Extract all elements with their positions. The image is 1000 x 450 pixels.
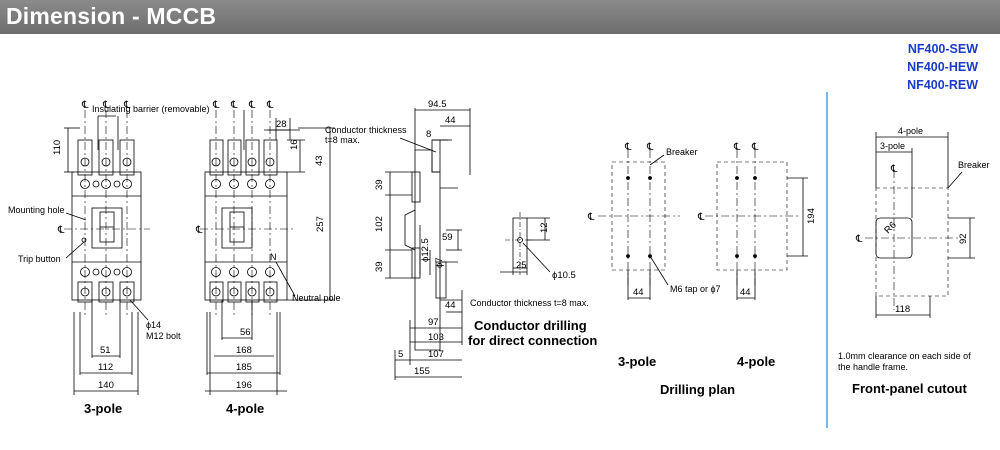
breaker-label-drilling: Breaker xyxy=(666,147,698,157)
drilling-plan-caption: Drilling plan xyxy=(660,382,735,397)
dim-257: 257 xyxy=(315,216,326,232)
dim-5: 5 xyxy=(398,349,403,360)
caption-4-pole: 4-pole xyxy=(226,401,264,416)
breaker-body xyxy=(204,171,288,301)
dim-155: 155 xyxy=(414,366,430,377)
svg-text:℄: ℄ xyxy=(195,225,203,236)
svg-text:℄: ℄ xyxy=(123,100,131,111)
dim-118: 118 xyxy=(895,304,910,315)
conductor-thickness-label: Conductor thickness xyxy=(325,125,407,135)
neutral-mark: N xyxy=(270,252,277,262)
breaker-label-cutout: Breaker xyxy=(958,160,990,170)
svg-text:℄: ℄ xyxy=(587,212,595,223)
conductor-drilling-caption-2: for direct connection xyxy=(468,333,597,348)
svg-text:℄: ℄ xyxy=(624,142,632,153)
model-name: NF400-HEW xyxy=(907,60,978,74)
handle-frame xyxy=(91,207,123,249)
dim-r6: R6 xyxy=(882,220,898,236)
dim-102: 102 xyxy=(374,216,385,232)
clearance-note-1: 1.0mm clearance on each side of xyxy=(838,351,971,361)
svg-text:℄: ℄ xyxy=(266,100,274,111)
dim-140: 140 xyxy=(98,380,114,391)
svg-text:℄: ℄ xyxy=(697,212,705,223)
svg-text:℄: ℄ xyxy=(248,100,256,111)
dim-110: 110 xyxy=(52,140,63,155)
dim-185: 185 xyxy=(236,362,252,373)
title-bar: Dimension - MCCB xyxy=(0,0,1000,34)
svg-text:℄: ℄ xyxy=(751,142,759,153)
drilling-caption-4-pole: 4-pole xyxy=(737,354,775,369)
dim-56: 56 xyxy=(240,327,251,338)
dim-168: 168 xyxy=(236,345,252,356)
svg-text:℄: ℄ xyxy=(57,225,65,236)
centerline-symbols: ℄ ℄ ℄ ℄ ℄ ℄ ℄ ℄ ℄ ℄ ℄ ℄ ℄ ℄ ℄ ℄ ℄ xyxy=(57,100,898,245)
dim-8: 8 xyxy=(426,129,431,140)
side-view xyxy=(385,108,471,380)
svg-text:℄: ℄ xyxy=(890,164,898,175)
svg-text:℄: ℄ xyxy=(733,142,741,153)
dim-97: 97 xyxy=(428,317,439,328)
dim-12: 12 xyxy=(539,222,550,233)
svg-text:℄: ℄ xyxy=(646,142,654,153)
conductor-drilling-caption-1: Conductor drilling xyxy=(474,318,587,333)
trip-button-mark xyxy=(81,237,87,243)
dim-25: 25 xyxy=(516,260,527,271)
model-name: NF400-SEW xyxy=(907,42,978,56)
dim-phi-10-5: ϕ10.5 xyxy=(552,270,576,281)
clearance-note-2: the handle frame. xyxy=(838,362,908,372)
dim-44-3pole: 44 xyxy=(633,287,644,298)
cutout-caption: Front-panel cutout xyxy=(852,381,967,396)
dim-107: 107 xyxy=(428,349,444,360)
dim-16: 16 xyxy=(289,139,300,150)
conductor-thickness-note: Conductor thickness t=8 max. xyxy=(470,298,589,308)
dim-28: 28 xyxy=(276,119,287,130)
conductor-thickness-max: t=8 max. xyxy=(325,135,360,145)
dim-194: 194 xyxy=(806,208,817,224)
trip-button-label: Trip button xyxy=(18,254,61,264)
breaker-body xyxy=(71,171,142,301)
dim-94-5: 94.5 xyxy=(428,99,447,110)
conductor-drilling-view xyxy=(500,212,551,275)
dim-phi-12-5: ϕ12.5 xyxy=(420,238,431,262)
dim-39-top: 39 xyxy=(374,179,385,190)
svg-text:℄: ℄ xyxy=(230,100,238,111)
mounting-hole-label: Mounting hole xyxy=(8,205,65,215)
svg-text:℄: ℄ xyxy=(102,100,110,111)
drilling-caption-3-pole: 3-pole xyxy=(618,354,656,369)
dim-51: 51 xyxy=(100,345,111,356)
svg-text:℄: ℄ xyxy=(81,100,89,111)
dim-39-bottom: 39 xyxy=(374,261,385,272)
dim-196: 196 xyxy=(236,380,252,391)
cutout-3-pole-label: 3-pole xyxy=(880,141,905,151)
insulating-barrier-label: Insulating barrier (removable) xyxy=(92,104,210,114)
svg-text:℄: ℄ xyxy=(212,100,220,111)
model-list: NF400-SEW NF400-HEW NF400-REW xyxy=(907,40,978,94)
dim-44-4pole: 44 xyxy=(740,287,751,298)
svg-text:℄: ℄ xyxy=(855,234,863,245)
tap-label: M6 tap or ϕ7 xyxy=(670,284,721,294)
model-name: NF400-REW xyxy=(907,78,978,92)
dim-phi-7: ϕ7 xyxy=(434,257,445,268)
three-pole-view xyxy=(64,110,150,395)
dim-44-top: 44 xyxy=(445,115,456,126)
drilling-plan xyxy=(598,150,808,300)
front-panel-cutout xyxy=(865,132,975,318)
dim-112: 112 xyxy=(98,362,113,373)
page-title: Dimension - MCCB xyxy=(6,3,217,29)
bolt-dia-label: ϕ14 xyxy=(146,320,161,330)
bolt-size-label: M12 bolt xyxy=(146,331,181,341)
dim-59: 59 xyxy=(442,232,453,243)
neutral-pole-label: Neutral pole xyxy=(292,293,341,303)
four-pole-view xyxy=(200,110,335,395)
caption-3-pole: 3-pole xyxy=(84,401,122,416)
dim-44-bottom: 44 xyxy=(445,300,456,311)
cutout-4-pole-label: 4-pole xyxy=(898,126,923,136)
dim-43: 43 xyxy=(314,155,325,166)
dim-103: 103 xyxy=(428,332,444,343)
dim-92: 92 xyxy=(958,233,969,244)
